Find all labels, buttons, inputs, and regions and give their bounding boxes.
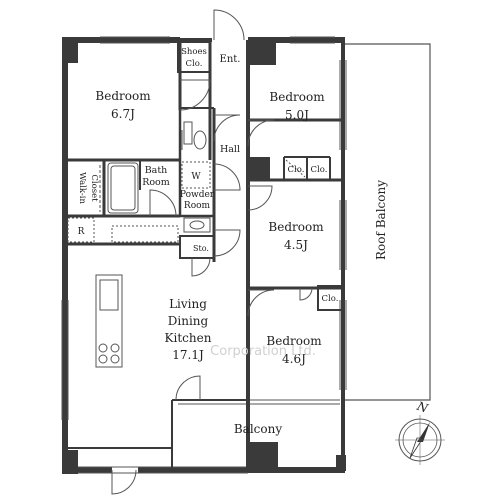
ldk-size: 17.1J [172, 348, 204, 362]
sto-label: Sto. [193, 244, 209, 253]
shoes-line2: Clo. [186, 59, 203, 69]
watermark: Corporation Ltd. [210, 344, 316, 359]
columns [62, 37, 346, 474]
room-labels: Bedroom 6.7J Bedroom 5.0J Bedroom 4.5J B… [78, 47, 431, 436]
clo-a-label: Clo. [288, 165, 305, 175]
clo-c-label: Clo. [322, 294, 339, 304]
fridge-label: R [78, 227, 85, 237]
interior-walls [65, 40, 344, 470]
walkin-line1: Walk-in [77, 172, 87, 204]
exterior-walls [62, 37, 345, 473]
compass-icon [395, 415, 445, 465]
bedroom-ne-name: Bedroom [269, 90, 325, 104]
ldk-line2: Dining [168, 314, 209, 328]
fixtures [67, 121, 306, 368]
bedroom-nw-name: Bedroom [95, 89, 151, 103]
ldk-line3: Kitchen [165, 331, 212, 345]
windows [61, 36, 347, 474]
bedroom-ne-size: 5.0J [285, 108, 309, 122]
bedroom-mid-size: 4.5J [284, 238, 308, 252]
kitchen-island [95, 274, 123, 368]
walkin-line2: Closet [89, 174, 99, 202]
shoes-line1: Shoes [181, 47, 207, 57]
bedroom-mid-name: Bedroom [268, 220, 324, 234]
bedroom-nw-size: 6.7J [111, 107, 135, 121]
fridge-box [67, 217, 95, 243]
ent-label: Ent. [220, 54, 241, 65]
door-swings [111, 9, 313, 495]
bath-line1: Bath [145, 165, 168, 176]
bedroom-se-size: 4.6J [282, 352, 306, 366]
bath-line2: Room [142, 177, 170, 188]
bedroom-se-name: Bedroom [266, 334, 322, 348]
washer-label: W [191, 172, 201, 182]
ldk-line1: Living [169, 297, 207, 311]
compass-n-label: N [414, 399, 430, 416]
hall-label: Hall [220, 144, 240, 155]
balcony-label: Balcony [234, 422, 282, 436]
washer-box [181, 161, 211, 189]
toilet [193, 130, 207, 150]
bathtub [107, 162, 139, 214]
clo-b-label: Clo. [311, 165, 328, 175]
roof-balcony-label: Roof Balcony [374, 180, 388, 260]
vertical-labels: Walk-in Closet Roof Balcony [77, 172, 388, 260]
powder-line1: Powder [180, 190, 215, 200]
powder-line2: Room [184, 201, 211, 211]
